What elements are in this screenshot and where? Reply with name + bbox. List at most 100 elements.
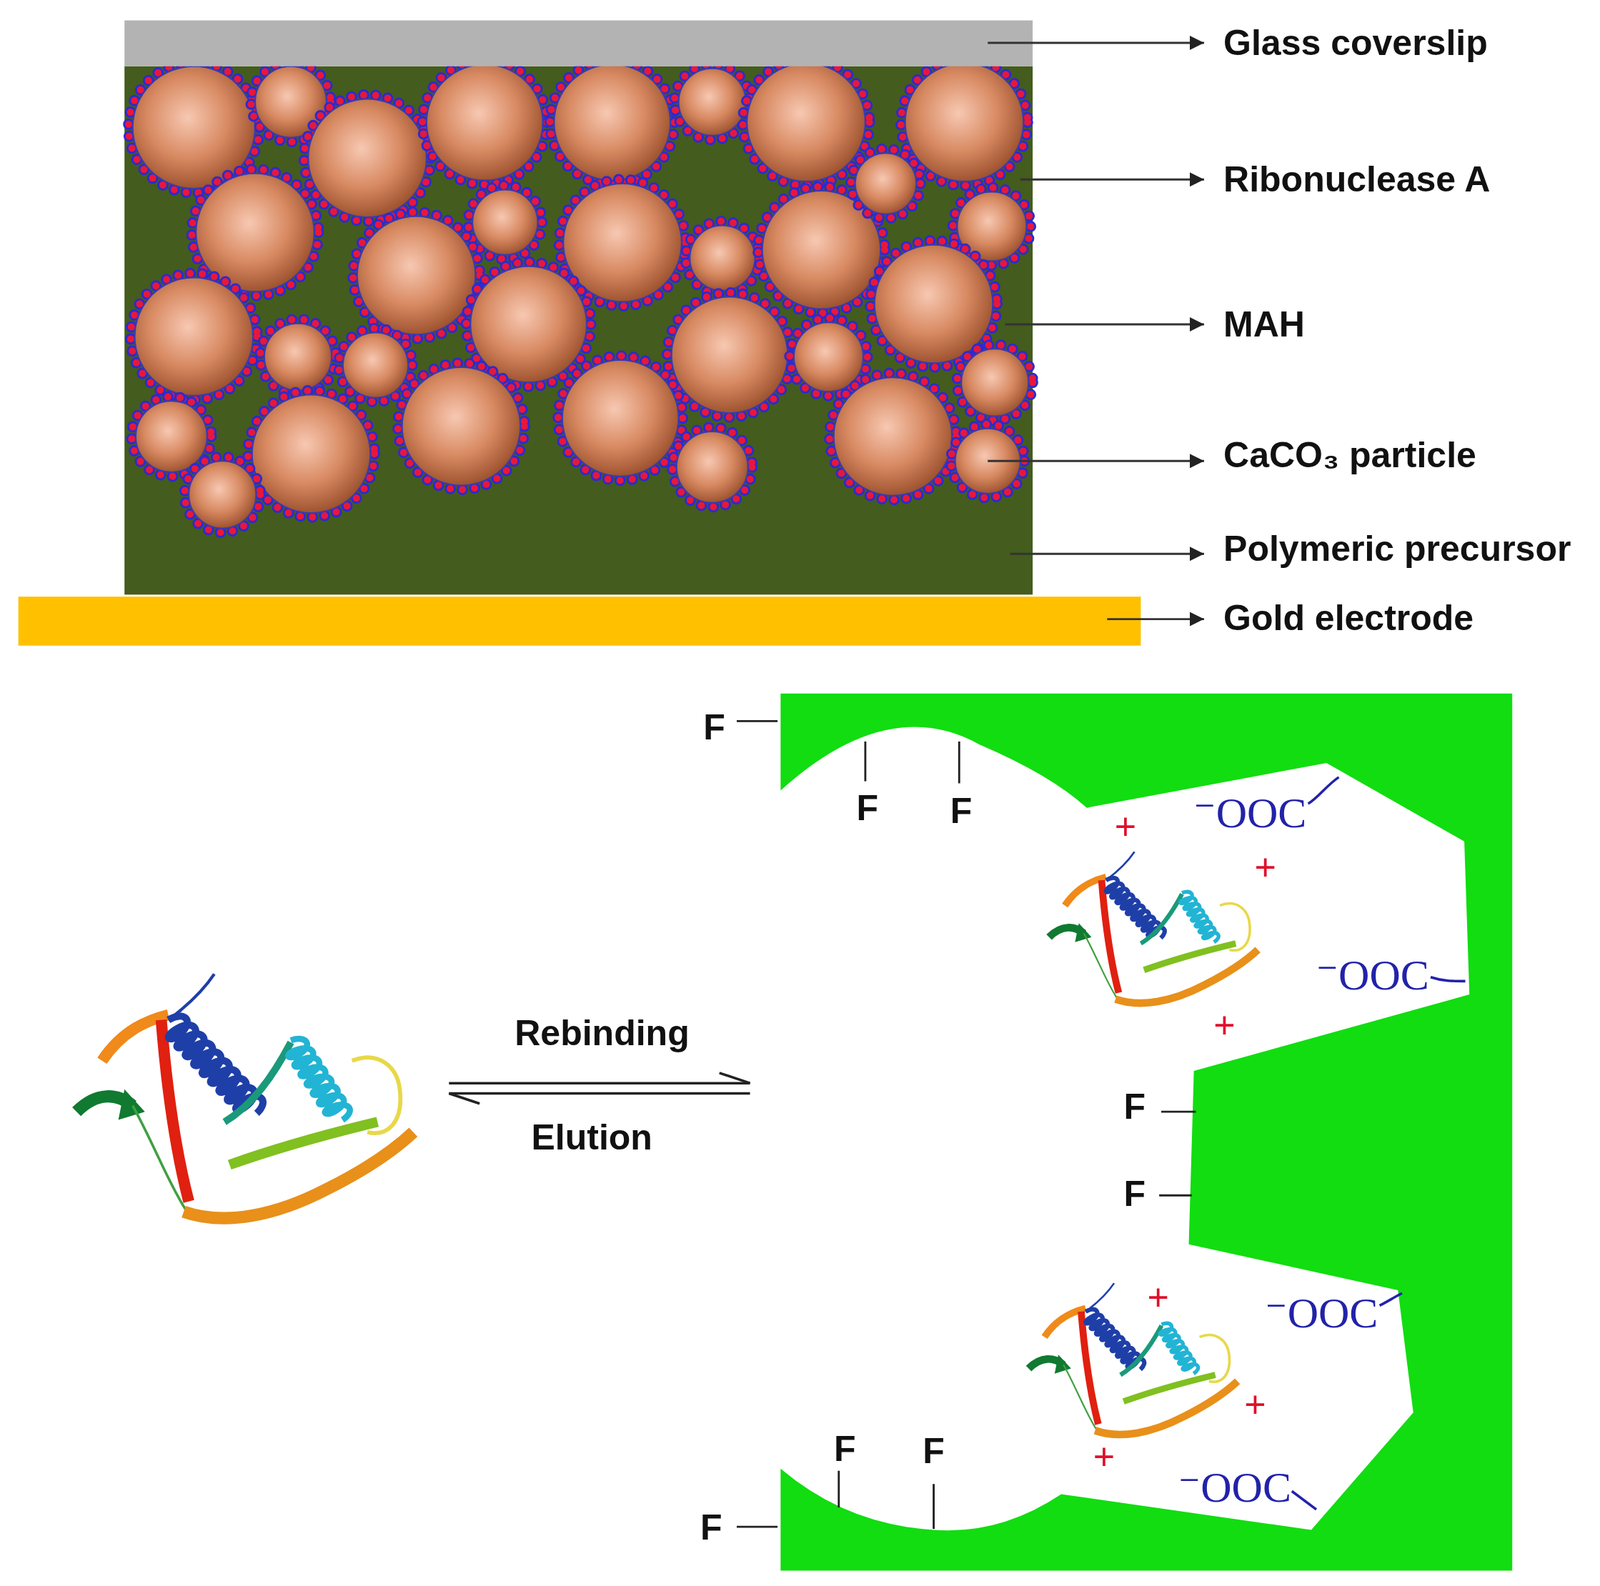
carboxyl-tails — [1292, 777, 1466, 1510]
leader-lines — [1005, 323, 1205, 326]
caco3-particles — [353, 212, 480, 339]
bond-ticks — [958, 741, 961, 784]
caco3-particles — [468, 185, 542, 260]
caco3-particles — [901, 59, 1028, 186]
caco3-particles — [188, 460, 256, 529]
leader-lines — [1010, 553, 1205, 556]
caco3-particles — [667, 292, 792, 418]
atom-label: F — [703, 709, 726, 746]
carboxylate-label: ⁻OOC — [1264, 1292, 1378, 1335]
caco3-particles — [252, 395, 371, 514]
carboxylate-label: ⁻OOC — [1315, 953, 1429, 997]
caco3-particles — [260, 319, 336, 396]
caco3-particles — [686, 221, 760, 296]
equilibrium-arrows — [719, 1073, 751, 1084]
equilibrium-arrows — [448, 1073, 750, 1105]
caco3-particles — [134, 277, 253, 396]
process-label: Elution — [530, 1119, 652, 1156]
caco3-particles — [829, 373, 957, 501]
bond-ticks — [837, 1471, 840, 1508]
caco3-particles — [550, 60, 675, 185]
atom-label: F — [856, 790, 879, 827]
charge-label: + — [1093, 1438, 1115, 1476]
caco3-particles — [304, 95, 431, 222]
imprinted-polymer — [780, 693, 1513, 1572]
caco3-particles — [689, 225, 755, 291]
bond-ticks — [736, 1526, 778, 1529]
leader-lines — [987, 460, 1205, 463]
process-label: Rebinding — [514, 1015, 689, 1052]
leader-lines — [987, 42, 1205, 620]
bond-ticks — [863, 741, 867, 782]
caco3-particles — [672, 427, 752, 507]
caco3-particles — [357, 216, 476, 336]
caco3-particles — [422, 60, 547, 185]
caco3-particles — [247, 390, 375, 518]
caco3-particles — [851, 148, 921, 218]
carboxylate-label: ⁻OOC — [1178, 1466, 1292, 1510]
caco3-particles — [130, 273, 258, 401]
atom-label: F — [1124, 1176, 1147, 1212]
caco3-particles — [131, 396, 211, 476]
caco3-particles — [833, 377, 953, 496]
gold-electrode — [18, 596, 1142, 647]
caco3-particles — [184, 457, 261, 534]
caco3-particles — [422, 60, 547, 185]
caco3-particles — [956, 345, 1033, 421]
part-label: Glass coverslip — [1223, 25, 1488, 61]
part-label: CaCO₃ particle — [1223, 437, 1477, 474]
bond-ticks — [932, 1484, 935, 1530]
caco3-particles — [398, 363, 525, 490]
caco3-particles — [686, 221, 760, 296]
bond-ticks — [736, 721, 1197, 1530]
caco3-particles — [338, 328, 413, 403]
atom-label: F — [922, 1433, 945, 1470]
caco3-particles — [901, 59, 1028, 186]
caco3-particles — [131, 396, 211, 476]
atom-label: F — [833, 1431, 857, 1468]
caco3-particles — [260, 319, 336, 396]
caco3-particles — [550, 60, 675, 185]
caco3-particles — [671, 296, 789, 414]
part-label: MAH — [1223, 306, 1305, 343]
caco3-particles — [672, 427, 752, 507]
caco3-particles — [855, 152, 917, 215]
caco3-particles — [468, 185, 542, 260]
caco3-particles — [304, 95, 431, 222]
carboxylate-label: ⁻OOC — [1193, 791, 1307, 835]
caco3-particles — [338, 328, 413, 403]
leader-lines — [987, 42, 1205, 45]
caco3-particles — [338, 328, 413, 403]
protein-ribbon — [1028, 1283, 1237, 1435]
part-label: Polymeric precursor — [1223, 530, 1571, 567]
caco3-particles — [468, 185, 542, 260]
caco3-particles — [470, 266, 587, 384]
caco3-particles — [264, 323, 332, 391]
caco3-particles — [247, 390, 375, 518]
caco3-particles — [307, 98, 427, 218]
caco3-particles — [184, 457, 261, 534]
atom-label: F — [700, 1509, 723, 1546]
caco3-particles — [558, 355, 683, 481]
protein-ribbon — [76, 974, 414, 1219]
caco3-particles — [956, 345, 1033, 421]
caco3-particles — [550, 60, 675, 185]
carboxyl-tails — [1379, 1293, 1403, 1306]
caco3-particles — [961, 348, 1029, 416]
caco3-particles — [398, 363, 525, 490]
caco3-particles — [558, 355, 683, 481]
caco3-particles — [746, 63, 866, 183]
caco3-particles — [402, 367, 521, 486]
caco3-particles — [905, 63, 1025, 183]
caco3-particles — [426, 64, 544, 181]
leader-lines — [1106, 618, 1205, 621]
equilibrium-arrows — [448, 1092, 750, 1096]
atom-label: F — [1124, 1089, 1147, 1125]
caco3-particles — [667, 292, 792, 418]
caco3-particles — [851, 148, 921, 218]
caco3-particles — [678, 68, 747, 136]
caco3-particles — [247, 390, 375, 518]
atom-label: F — [950, 793, 973, 829]
caco3-particles — [563, 183, 682, 303]
